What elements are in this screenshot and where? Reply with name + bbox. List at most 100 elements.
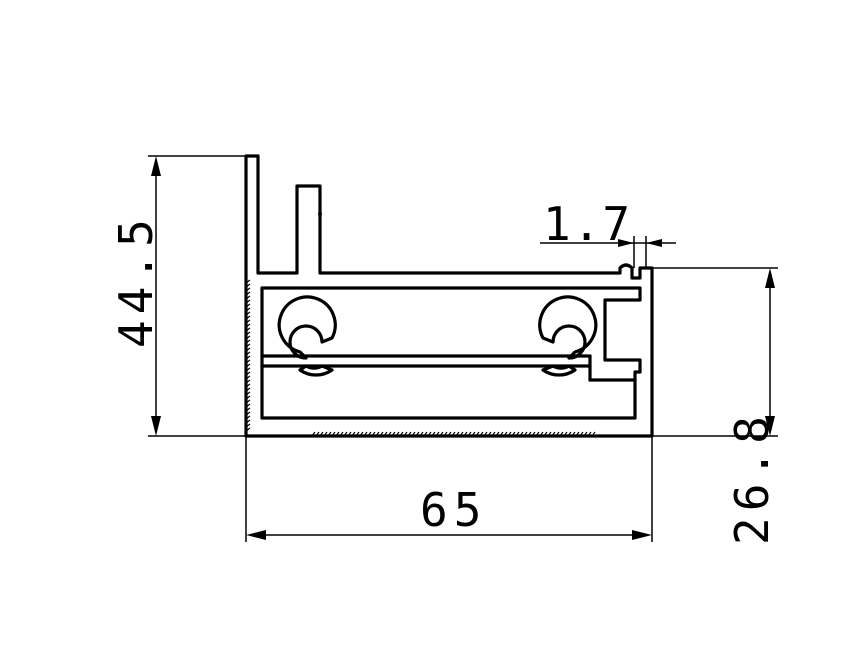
hatch-mark — [327, 431, 332, 437]
hatch-mark — [423, 431, 428, 437]
hatch-mark — [391, 431, 396, 437]
hatch-mark — [367, 431, 372, 437]
hatch-mark — [583, 431, 588, 437]
hatch-mark — [245, 331, 251, 336]
label-height-right: 26.8 — [725, 410, 779, 545]
hatch-mark — [359, 431, 364, 437]
hatch-mark — [319, 431, 324, 437]
hatch-mark — [427, 431, 432, 437]
hatch-mark — [403, 431, 408, 437]
hatch-mark — [531, 431, 536, 437]
hatch-mark — [335, 431, 340, 437]
dimension-wall-thickness: 1.7 — [540, 197, 676, 268]
hatch-mark — [543, 431, 548, 437]
hatch-mark — [355, 431, 360, 437]
dimension-height-right: 26.8 — [652, 267, 779, 545]
hatch-mark — [483, 431, 488, 437]
hatch-mark — [591, 431, 596, 437]
hatch-mark — [447, 431, 452, 437]
hatch-mark — [245, 279, 251, 284]
hatch-mark — [575, 431, 580, 437]
arrow-right-icon — [618, 239, 634, 247]
hatch-mark — [491, 431, 496, 437]
hatch-mark — [245, 327, 251, 332]
hatch-mark — [343, 431, 348, 437]
hatch-mark — [563, 431, 568, 437]
hatch-mark — [245, 427, 251, 432]
dimension-height-total: 44.5 — [109, 155, 246, 437]
hatch-mark — [245, 319, 251, 324]
hatch-mark — [245, 371, 251, 376]
hatch-mark — [245, 283, 251, 288]
hatch-mark — [523, 431, 528, 437]
hatch-mark — [515, 431, 520, 437]
hatch-mark — [245, 323, 251, 328]
hatch-mark — [245, 363, 251, 368]
hatch-mark — [347, 431, 352, 437]
hatch-mark — [245, 311, 251, 316]
hatch-mark — [245, 315, 251, 320]
hatch-mark — [245, 347, 251, 352]
hatch-mark — [487, 431, 492, 437]
hatch-mark — [245, 367, 251, 372]
arrow-left-icon — [646, 239, 662, 247]
hatch-mark — [245, 295, 251, 300]
hatch-mark — [245, 399, 251, 404]
hatch-mark — [551, 431, 556, 437]
hatch-mark — [455, 431, 460, 437]
hatch-mark — [245, 299, 251, 304]
hatch-mark — [387, 431, 392, 437]
hatch-bottom-wall — [311, 431, 596, 437]
hatch-mark — [507, 431, 512, 437]
hatch-mark — [245, 411, 251, 416]
label-width: 65 — [420, 483, 487, 537]
hatch-mark — [383, 431, 388, 437]
arrow-up-icon — [151, 156, 161, 176]
hatch-mark — [245, 419, 251, 424]
hatch-mark — [395, 431, 400, 437]
hatch-mark — [245, 423, 251, 428]
hatch-mark — [245, 335, 251, 340]
arrow-down-icon — [765, 416, 775, 436]
fin-mark — [318, 212, 322, 216]
hatch-mark — [245, 287, 251, 292]
arrow-up-icon — [765, 268, 775, 288]
profile-outer-contour — [244, 154, 654, 438]
hatch-mark — [411, 431, 416, 437]
hatch-mark — [407, 431, 412, 437]
hatch-mark — [511, 431, 516, 437]
dimension-width: 65 — [245, 436, 653, 542]
hatch-mark — [245, 391, 251, 396]
hatch-mark — [547, 431, 552, 437]
hatch-mark — [245, 395, 251, 400]
label-height-total: 44.5 — [109, 213, 163, 348]
hatch-mark — [471, 431, 476, 437]
arrow-right-icon — [632, 530, 652, 540]
hatch-mark — [245, 379, 251, 384]
hatch-mark — [467, 431, 472, 437]
screw-port-left — [277, 295, 337, 360]
hatch-mark — [371, 431, 376, 437]
hatch-mark — [499, 431, 504, 437]
hatch-mark — [245, 383, 251, 388]
hatch-mark — [527, 431, 532, 437]
hatch-mark — [419, 431, 424, 437]
hatch-mark — [475, 431, 480, 437]
label-wall-thickness: 1.7 — [543, 197, 632, 251]
hatch-mark — [245, 351, 251, 356]
hatch-mark — [245, 375, 251, 380]
hatch-mark — [315, 431, 320, 437]
hatch-mark — [245, 403, 251, 408]
hatch-mark — [245, 339, 251, 344]
hatch-mark — [375, 431, 380, 437]
hatch-mark — [415, 431, 420, 437]
hatch-mark — [245, 359, 251, 364]
hatch-mark — [503, 431, 508, 437]
hatch-mark — [245, 303, 251, 308]
profile-inner-chamber — [260, 286, 642, 420]
hatch-mark — [363, 431, 368, 437]
hatch-mark — [495, 431, 500, 437]
hatch-mark — [535, 431, 540, 437]
